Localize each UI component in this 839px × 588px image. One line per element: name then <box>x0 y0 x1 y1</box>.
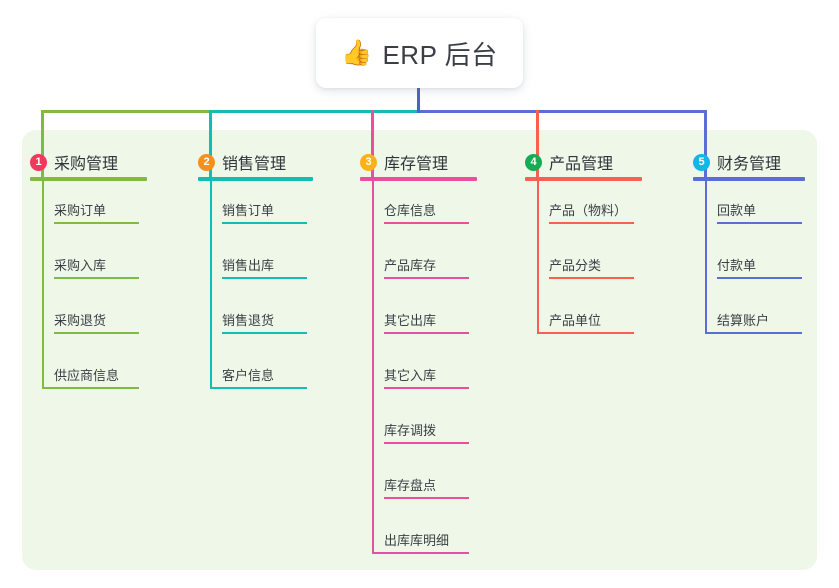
branch-index-badge: 3 <box>360 153 377 171</box>
branch-header-underline <box>360 177 477 181</box>
leaf-item-underline <box>717 222 802 224</box>
leaf-item-underline <box>54 222 139 224</box>
leaf-item-underline <box>384 332 469 334</box>
leaf-item-underline <box>222 222 307 224</box>
connector-leg-2 <box>209 110 212 177</box>
branch-spine <box>705 181 707 332</box>
connector-bar-segment-2 <box>210 110 418 113</box>
leaf-item-underline <box>705 332 802 334</box>
leaf-item[interactable]: 仓库信息 <box>384 203 437 218</box>
branch-header-label: 财务管理 <box>717 156 782 173</box>
leaf-item[interactable]: 结算账户 <box>717 313 770 328</box>
root-stem <box>417 88 420 113</box>
leaf-item[interactable]: 产品单位 <box>549 313 602 328</box>
leaf-item-underline <box>384 442 469 444</box>
leaf-item[interactable]: 其它出库 <box>384 313 437 328</box>
branch-header-采购管理[interactable]: 1 采购管理 <box>30 150 118 174</box>
leaf-item-underline <box>384 277 469 279</box>
leaf-item-underline <box>384 387 469 389</box>
connector-leg-1 <box>41 110 44 177</box>
leaf-item-underline <box>222 277 307 279</box>
leaf-item[interactable]: 采购入库 <box>54 258 107 273</box>
leaf-item-underline <box>54 332 139 334</box>
leaf-item-underline <box>384 222 469 224</box>
branch-header-销售管理[interactable]: 2 销售管理 <box>198 150 286 174</box>
branch-spine <box>210 181 212 387</box>
leaf-item-underline <box>372 552 469 554</box>
leaf-item[interactable]: 产品分类 <box>549 258 602 273</box>
leaf-item-underline <box>537 332 634 334</box>
leaf-item[interactable]: 付款单 <box>717 258 757 273</box>
leaf-item-underline <box>384 497 469 499</box>
root-node-erp-backend[interactable]: 👍 ERP 后台 <box>316 18 523 88</box>
branch-header-库存管理[interactable]: 3 库存管理 <box>360 150 448 174</box>
leaf-item[interactable]: 供应商信息 <box>54 368 120 383</box>
leaf-item[interactable]: 销售订单 <box>222 203 275 218</box>
connector-leg-3 <box>371 110 374 177</box>
branch-header-underline <box>693 177 805 181</box>
branch-header-label: 销售管理 <box>222 156 287 173</box>
branch-spine <box>537 181 539 332</box>
branch-header-underline <box>30 177 147 181</box>
connector-bar-segment-1 <box>42 110 210 113</box>
branch-header-label: 产品管理 <box>549 156 614 173</box>
leaf-item-underline <box>549 277 634 279</box>
root-node-label: ERP 后台 <box>382 39 498 70</box>
leaf-item[interactable]: 出库库明细 <box>384 533 450 548</box>
leaf-item-underline <box>222 332 307 334</box>
leaf-item-underline <box>717 277 802 279</box>
leaf-item-underline <box>210 387 307 389</box>
branch-header-underline <box>525 177 642 181</box>
leaf-item[interactable]: 销售退货 <box>222 313 275 328</box>
branch-header-财务管理[interactable]: 5 财务管理 <box>693 150 781 174</box>
branches-panel <box>22 130 817 570</box>
branch-spine <box>372 181 374 552</box>
leaf-item-underline <box>549 222 634 224</box>
branch-index-badge: 2 <box>198 153 215 171</box>
leaf-item[interactable]: 采购订单 <box>54 203 107 218</box>
leaf-item-underline <box>42 387 139 389</box>
leaf-item[interactable]: 库存调拨 <box>384 423 437 438</box>
leaf-item[interactable]: 客户信息 <box>222 368 275 383</box>
branch-index-badge: 4 <box>525 153 542 171</box>
branch-header-label: 库存管理 <box>384 156 449 173</box>
leaf-item[interactable]: 其它入库 <box>384 368 437 383</box>
leaf-item[interactable]: 采购退货 <box>54 313 107 328</box>
leaf-item[interactable]: 库存盘点 <box>384 478 437 493</box>
branch-index-badge: 5 <box>693 153 710 171</box>
thumbs-up-icon: 👍 <box>341 38 373 67</box>
branch-spine <box>42 181 44 387</box>
connector-bar-segment-3 <box>418 110 705 113</box>
branch-header-产品管理[interactable]: 4 产品管理 <box>525 150 613 174</box>
branch-header-underline <box>198 177 313 181</box>
leaf-item[interactable]: 产品（物料） <box>549 203 628 218</box>
branch-header-label: 采购管理 <box>54 156 119 173</box>
connector-leg-5 <box>704 110 707 177</box>
leaf-item[interactable]: 回款单 <box>717 203 757 218</box>
leaf-item-underline <box>54 277 139 279</box>
connector-leg-4 <box>536 110 539 177</box>
branch-index-badge: 1 <box>30 153 47 171</box>
leaf-item[interactable]: 产品库存 <box>384 258 437 273</box>
leaf-item[interactable]: 销售出库 <box>222 258 275 273</box>
